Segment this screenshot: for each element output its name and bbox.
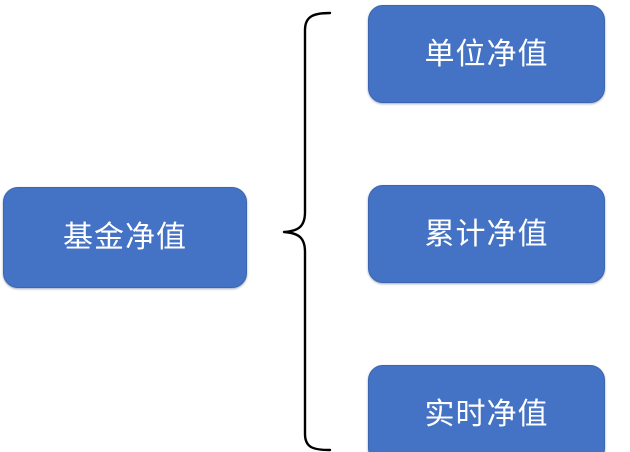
- node-child-cumulative-net-value[interactable]: 累计净值: [368, 185, 605, 283]
- node-root-fund-net-value[interactable]: 基金净值: [3, 187, 247, 288]
- node-child-unit-net-value[interactable]: 单位净值: [368, 5, 605, 103]
- node-child-label: 单位净值: [424, 37, 549, 71]
- node-child-label: 实时净值: [424, 397, 549, 431]
- node-root-label: 基金净值: [63, 221, 187, 254]
- node-child-realtime-net-value[interactable]: 实时净值: [368, 365, 605, 452]
- curly-brace-connector-icon: [282, 11, 332, 452]
- node-child-label: 累计净值: [424, 217, 549, 251]
